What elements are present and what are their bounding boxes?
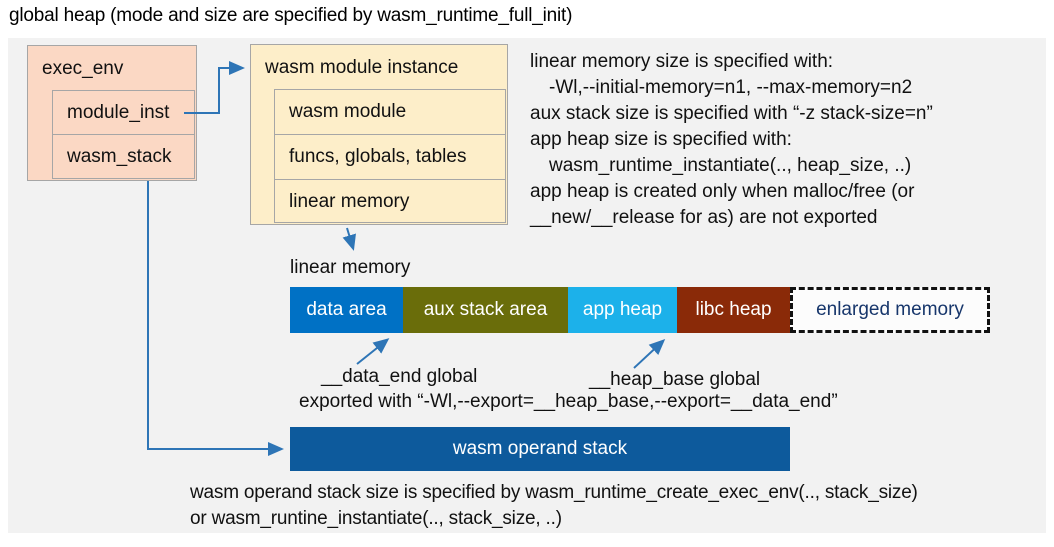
exec-env-header: exec_env	[42, 58, 124, 79]
note-line: or wasm_runtine_instantiate(.., stack_si…	[190, 508, 562, 529]
note-line: wasm_runtime_instantiate(.., heap_size, …	[549, 155, 912, 176]
note-line: wasm operand stack size is specified by …	[190, 482, 918, 503]
note-line: aux stack size is specified with “-z sta…	[530, 103, 933, 124]
exec-env-row-wasm-stack: wasm_stack	[52, 134, 195, 179]
annotation-export-flags: exported with “-Wl,--export=__heap_base,…	[299, 391, 838, 412]
notes-right: linear memory size is specified with: -W…	[530, 49, 933, 231]
exec-env-row-module-inst: module_inst	[52, 90, 195, 135]
module-row-linear-memory: linear memory	[274, 179, 506, 223]
wasm-module-instance-box: wasm module instance wasm module funcs, …	[250, 44, 508, 225]
segment-data-area: data area	[290, 287, 403, 333]
module-row-wasm-module: wasm module	[274, 89, 506, 135]
note-line: -Wl,--initial-memory=n1, --max-memory=n2	[549, 77, 913, 98]
wasm-module-instance-header: wasm module instance	[265, 57, 459, 78]
note-line: app heap size is specified with:	[530, 129, 792, 150]
note-line: __new/__release for as) are not exported	[530, 207, 878, 228]
wasm-operand-stack-bar: wasm operand stack	[290, 427, 790, 471]
segment-enlarged-memory: enlarged memory	[790, 287, 990, 333]
annotation-data-end-global: __data_end global	[321, 366, 478, 387]
page-title: global heap (mode and size are specified…	[9, 5, 573, 26]
module-row-funcs-globals-tables: funcs, globals, tables	[274, 134, 506, 180]
segment-app-heap: app heap	[568, 287, 677, 333]
exec-env-box: exec_env module_inst wasm_stack	[27, 45, 197, 181]
segment-libc-heap: libc heap	[677, 287, 790, 333]
linear-memory-label: linear memory	[290, 257, 411, 278]
annotation-heap-base-global: __heap_base global	[589, 369, 761, 390]
notes-bottom: wasm operand stack size is specified by …	[190, 480, 918, 532]
note-line: app heap is created only when malloc/fre…	[530, 181, 915, 202]
note-line: linear memory size is specified with:	[530, 51, 834, 72]
segment-aux-stack-area: aux stack area	[403, 287, 568, 333]
linear-memory-bar: data area aux stack area app heap libc h…	[290, 287, 990, 333]
